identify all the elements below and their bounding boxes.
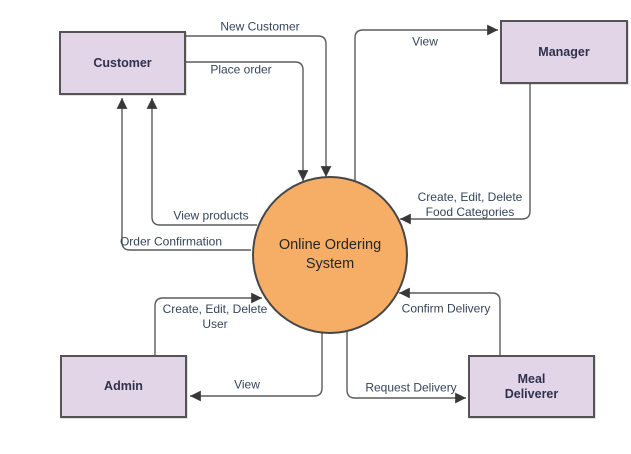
flow-label-view-manager: View	[412, 34, 438, 49]
flow-arrow-order-confirmation[interactable]	[116, 98, 251, 251]
flow-label-view-products: View products	[173, 208, 249, 223]
flow-arrow-request-delivery[interactable]	[346, 331, 466, 404]
entity-meal-deliverer-label: Meal Deliverer	[504, 371, 559, 401]
flow-label-order-confirmation: Order Confirmation	[119, 234, 223, 249]
flow-arrow-place-order[interactable]	[186, 61, 309, 181]
entity-manager[interactable]: Manager	[500, 20, 628, 84]
flow-arrow-view-manager[interactable]	[354, 24, 498, 181]
process-online-ordering-system[interactable]: Online Ordering System	[252, 176, 408, 334]
flow-label-request-delivery: Request Delivery	[365, 380, 457, 395]
flow-arrow-view-admin[interactable]	[190, 333, 323, 402]
flow-arrow-ced-user[interactable]	[154, 292, 262, 355]
entity-manager-label: Manager	[538, 44, 590, 59]
flow-arrow-view-products[interactable]	[146, 98, 257, 226]
flow-label-confirm-delivery: Confirm Delivery	[401, 301, 491, 316]
entity-admin-label: Admin	[104, 379, 143, 393]
flow-label-view-admin: View	[234, 377, 260, 392]
flow-label-ced-user: Create, Edit, Delete User	[162, 302, 268, 331]
flow-arrow-ced-food-categories[interactable]	[400, 84, 531, 225]
entity-customer[interactable]: Customer	[59, 31, 186, 95]
flow-label-place-order: Place order	[210, 62, 272, 77]
entity-meal-deliverer[interactable]: Meal Deliverer	[468, 355, 595, 418]
flow-arrow-confirm-delivery[interactable]	[399, 287, 501, 355]
flow-label-ced-food-categories: Create, Edit, Delete Food Categories	[417, 190, 523, 219]
process-label: Online Ordering System	[278, 237, 382, 272]
flow-arrow-new-customer[interactable]	[186, 35, 332, 177]
entity-admin[interactable]: Admin	[60, 355, 187, 418]
flow-label-new-customer: New Customer	[220, 19, 300, 34]
entity-customer-label: Customer	[93, 55, 152, 70]
